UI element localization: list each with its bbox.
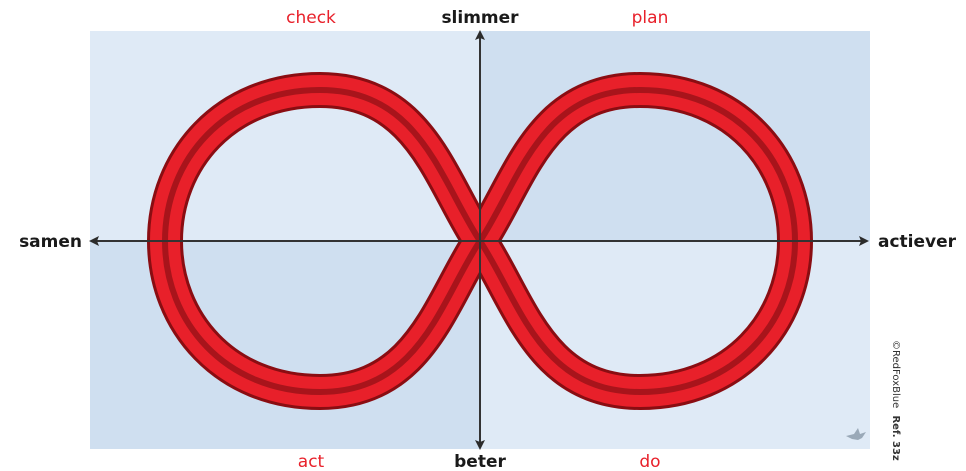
axis-label-top: slimmer — [441, 8, 519, 28]
axis-label-left: samen — [19, 232, 82, 252]
axes — [89, 30, 869, 450]
phase-label-plan: plan — [632, 8, 669, 28]
credit-ref: Ref. 33z — [890, 415, 901, 460]
phase-label-do: do — [639, 452, 660, 471]
axis-label-bottom: beter — [454, 452, 506, 471]
credit-owner: ©RedFoxBlue — [890, 340, 901, 408]
credit-text: ©RedFoxBlue Ref. 33z — [890, 340, 901, 461]
phase-label-act: act — [298, 452, 325, 471]
axis-label-right: actiever — [878, 232, 957, 252]
fox-logo-icon — [846, 428, 866, 440]
phase-label-check: check — [286, 8, 336, 28]
